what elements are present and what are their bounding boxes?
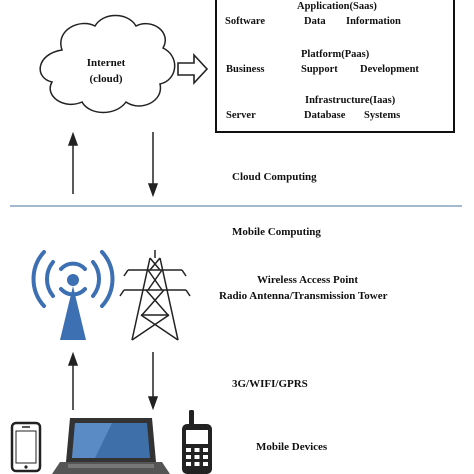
paas-item-development: Development (360, 64, 419, 75)
transmission-tower-icon (119, 250, 191, 341)
iaas-heading: Infrastructure(Iaas) (305, 95, 396, 106)
downlink-arrow-top (147, 132, 159, 198)
iaas-item-systems: Systems (364, 110, 401, 121)
paas-item-business: Business (226, 64, 265, 75)
smartphone-icon (10, 421, 42, 473)
cloud-title: Internet (86, 57, 126, 69)
feature-phone-icon (182, 410, 212, 474)
mobile-computing-label: Mobile Computing (232, 226, 321, 238)
uplink-arrow-top (67, 131, 79, 194)
paas-heading: Platform(Paas) (301, 49, 370, 60)
network-label: 3G/WIFI/GPRS (232, 378, 308, 390)
cloud-computing-label: Cloud Computing (232, 171, 317, 183)
iaas-item-server: Server (226, 110, 256, 121)
saas-item-data: Data (304, 16, 326, 27)
downlink-arrow-bottom (147, 352, 159, 411)
wifi-center-dot (67, 274, 79, 286)
saas-item-software: Software (225, 16, 266, 27)
service-layers-box (215, 0, 455, 133)
access-point-label-line2: Radio Antenna/Transmission Tower (219, 290, 388, 302)
cloud-shape (39, 14, 176, 114)
wifi-access-point-icon (31, 250, 115, 308)
cloud-to-services-arrow (177, 52, 209, 86)
iaas-item-database: Database (304, 110, 346, 121)
saas-heading: Application(Saas) (297, 1, 377, 12)
laptop-icon (52, 418, 170, 474)
saas-item-information: Information (346, 16, 401, 27)
wifi-mast (60, 286, 86, 340)
access-point-label-line1: Wireless Access Point (257, 274, 359, 286)
mobile-devices-label: Mobile Devices (256, 441, 328, 453)
cloud-subtitle: (cloud) (89, 73, 123, 85)
uplink-arrow-bottom (67, 351, 79, 410)
paas-item-support: Support (301, 64, 338, 75)
